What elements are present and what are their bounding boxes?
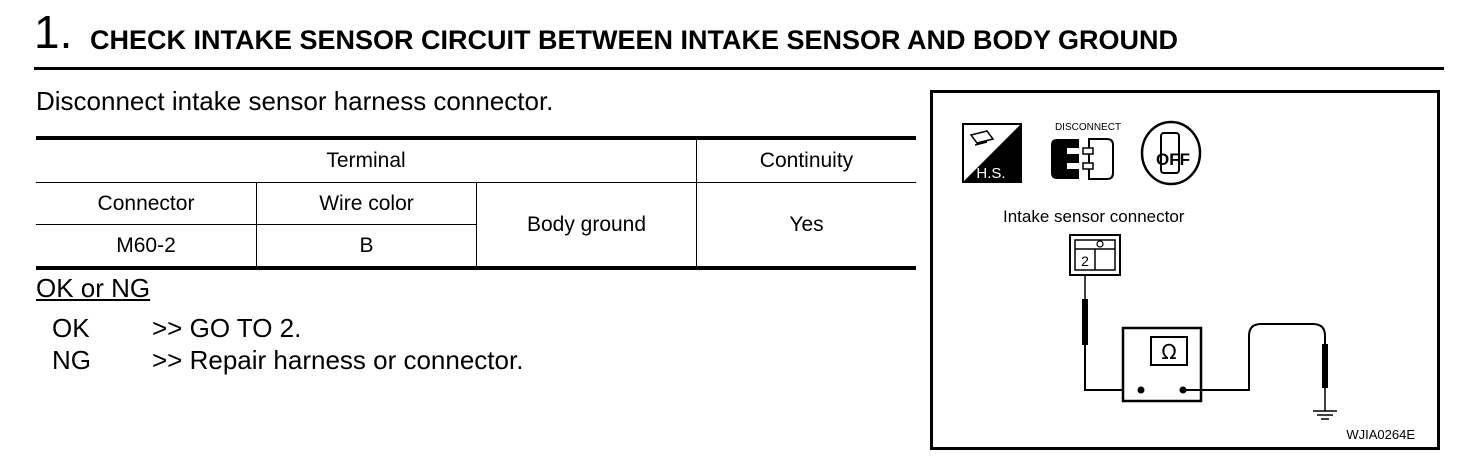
- sensor-connector: 2: [1069, 234, 1121, 276]
- ok-or-ng-heading: OK or NG: [36, 273, 151, 303]
- body-ground-cell: Body ground: [476, 182, 697, 269]
- circuit-diagram: H.S. DISCONNECT OFF 2: [962, 120, 1337, 420]
- ok-action: >> GO TO 2.: [152, 313, 302, 343]
- circuit-diagram-figure: H.S. DISCONNECT OFF 2: [930, 90, 1440, 450]
- off-label: OFF: [1156, 150, 1190, 169]
- table-header-row: Terminal Continuity: [36, 137, 916, 183]
- ng-code: NG: [52, 345, 91, 375]
- hs-label: H.S.: [976, 165, 1005, 182]
- ohmmeter-icon: Ω: [1121, 326, 1203, 403]
- figure-code: WJIA0264E: [1346, 427, 1415, 442]
- terminal-number: 2: [1081, 253, 1089, 269]
- header-divider: [34, 67, 1444, 70]
- step-title: CHECK INTAKE SENSOR CIRCUIT BETWEEN INTA…: [90, 25, 1179, 55]
- step-number: 1.: [34, 6, 73, 58]
- table-subheader-row: Connector Wire color Body ground Yes: [36, 182, 916, 269]
- terminal-header: Terminal: [36, 137, 697, 183]
- continuity-value-cell: Yes: [696, 182, 916, 269]
- instruction-text: Disconnect intake sensor harness connect…: [36, 86, 554, 116]
- ok-code: OK: [52, 313, 90, 343]
- ohm-symbol: Ω: [1161, 340, 1176, 364]
- disconnect-label: DISCONNECT: [1055, 122, 1121, 133]
- wire-color-header: Wire color: [256, 182, 477, 225]
- ng-action: >> Repair harness or connector.: [152, 345, 524, 375]
- harness-side-icon: H.S.: [962, 123, 1022, 183]
- disconnect-connector-icon: DISCONNECT: [1051, 122, 1121, 180]
- meter-probe-ground: [1183, 323, 1328, 411]
- result-ng-row: NG >> Repair harness or connector.: [52, 345, 523, 375]
- connector-header: Connector: [36, 182, 257, 225]
- ground-symbol-icon: [1313, 410, 1337, 420]
- continuity-spec-table: Terminal Continuity Connector Wire color…: [36, 136, 916, 270]
- connector-value-cell: M60-2: [36, 224, 257, 269]
- continuity-header: Continuity: [696, 137, 916, 183]
- wire-color-value-cell: B: [256, 224, 477, 269]
- ignition-off-icon: OFF: [1140, 120, 1202, 186]
- table-row: M60-2 B: [36, 224, 916, 269]
- connector-label: Intake sensor connector: [1003, 207, 1185, 226]
- result-ok-row: OK >> GO TO 2.: [52, 313, 301, 343]
